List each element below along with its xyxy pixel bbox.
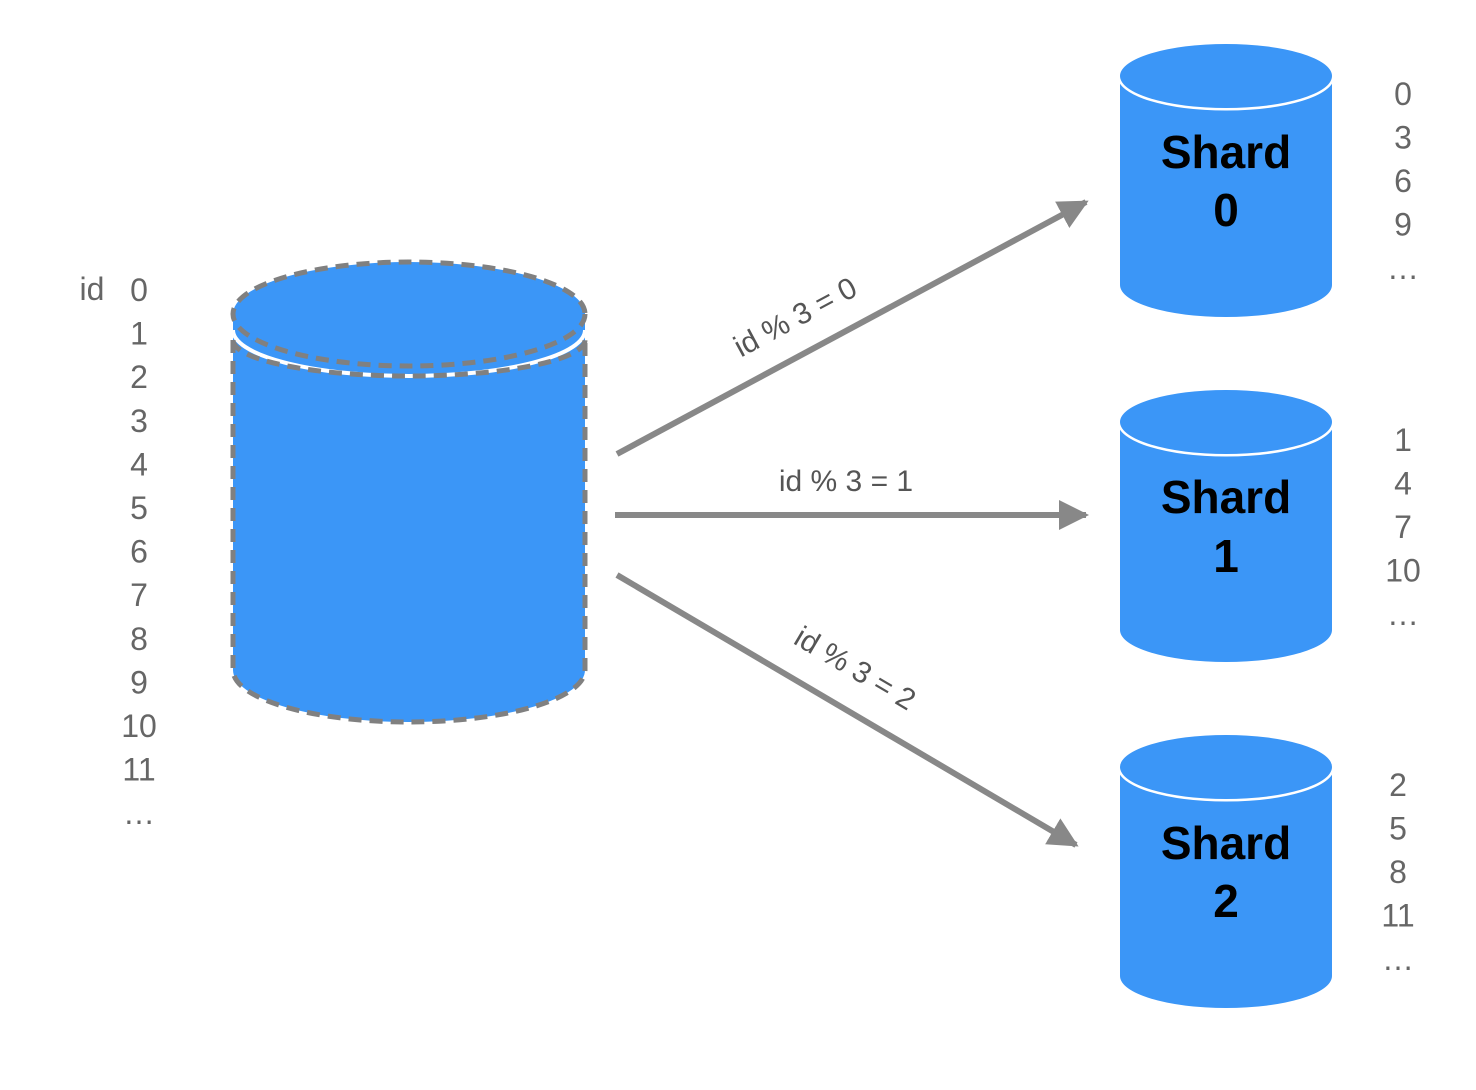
edge-label-2: id % 3 = 2	[789, 621, 921, 718]
source-cylinder-rim-gap	[231, 329, 587, 378]
shard-2-number: 2	[1213, 875, 1239, 927]
shard-1: Shard 1 1 4 7 10 …	[1117, 390, 1421, 662]
source-id-11: 11	[122, 752, 155, 788]
edge-label-0: id % 3 = 0	[729, 271, 863, 364]
source-id-7: 7	[130, 577, 148, 613]
shard-0-id-0: 0	[1394, 76, 1412, 112]
shard-2: Shard 2 2 5 8 11 …	[1117, 735, 1415, 1008]
shard-0-number: 0	[1213, 184, 1239, 236]
shard-1-top	[1120, 390, 1332, 454]
shard-1-id-4: …	[1387, 596, 1419, 632]
routing-arrows	[615, 199, 1089, 848]
shard-2-id-0: 2	[1389, 767, 1407, 803]
source-database-icon	[230, 259, 588, 725]
arrow-to-shard-0	[615, 199, 1089, 457]
source-id-10: 10	[121, 708, 157, 744]
source-id-2: 2	[130, 359, 148, 395]
shard-1-database-icon	[1117, 390, 1335, 662]
shard-1-id-3: 10	[1385, 553, 1421, 589]
shard-2-top	[1120, 735, 1332, 799]
shard-0-id-4: …	[1387, 250, 1419, 286]
source-id-values: 0 1 2 3 4 5 6 7 8 9 10 11 …	[121, 272, 157, 831]
source-id-8: 8	[130, 621, 148, 657]
arrow-to-shard-2	[615, 572, 1079, 848]
shard-0-id-list: 0 3 6 9 …	[1387, 76, 1419, 286]
shard-2-id-list: 2 5 8 11 …	[1381, 767, 1414, 977]
source-cylinder-outline	[230, 340, 588, 725]
source-id-5: 5	[130, 490, 148, 526]
source-id-0: 0	[130, 272, 148, 308]
shard-0-id-2: 6	[1394, 163, 1412, 199]
source-cylinder-top	[230, 259, 588, 369]
source-id-1: 1	[130, 316, 148, 352]
shard-1-body	[1120, 422, 1332, 662]
source-cylinder-rim-lower	[230, 339, 588, 379]
shard-0: Shard 0 0 3 6 9 …	[1117, 44, 1419, 317]
shard-1-name: Shard	[1161, 471, 1291, 523]
source-id-6: 6	[130, 534, 148, 570]
source-cylinder-body	[233, 312, 585, 722]
shard-2-id-3: 11	[1381, 898, 1414, 934]
source-id-header: id	[80, 271, 105, 307]
shard-0-body	[1120, 76, 1332, 317]
source-id-4: 4	[130, 446, 148, 482]
source-id-3: 3	[130, 403, 148, 439]
shard-2-id-1: 5	[1389, 811, 1407, 847]
shard-0-id-3: 9	[1394, 207, 1412, 243]
source-id-9: 9	[130, 664, 148, 700]
shard-1-id-2: 7	[1394, 509, 1412, 545]
shard-2-name: Shard	[1161, 817, 1291, 869]
shard-1-id-0: 1	[1394, 422, 1412, 458]
shard-2-id-2: 8	[1389, 854, 1407, 890]
shard-2-body	[1120, 767, 1332, 1008]
shard-0-id-1: 3	[1394, 120, 1412, 156]
edge-label-1: id % 3 = 1	[779, 465, 913, 498]
source-id-12: …	[123, 795, 155, 831]
shard-2-id-4: …	[1382, 941, 1414, 977]
shard-0-database-icon	[1117, 44, 1335, 317]
source-id-list: id 0 1 2 3 4 5 6 7 8 9 10 11 …	[80, 271, 157, 831]
shard-2-database-icon	[1117, 735, 1335, 1008]
shard-1-id-list: 1 4 7 10 …	[1385, 422, 1421, 632]
shard-1-number: 1	[1213, 530, 1239, 582]
shard-0-top	[1120, 44, 1332, 108]
shard-1-id-1: 4	[1394, 466, 1412, 502]
shard-0-name: Shard	[1161, 126, 1291, 178]
